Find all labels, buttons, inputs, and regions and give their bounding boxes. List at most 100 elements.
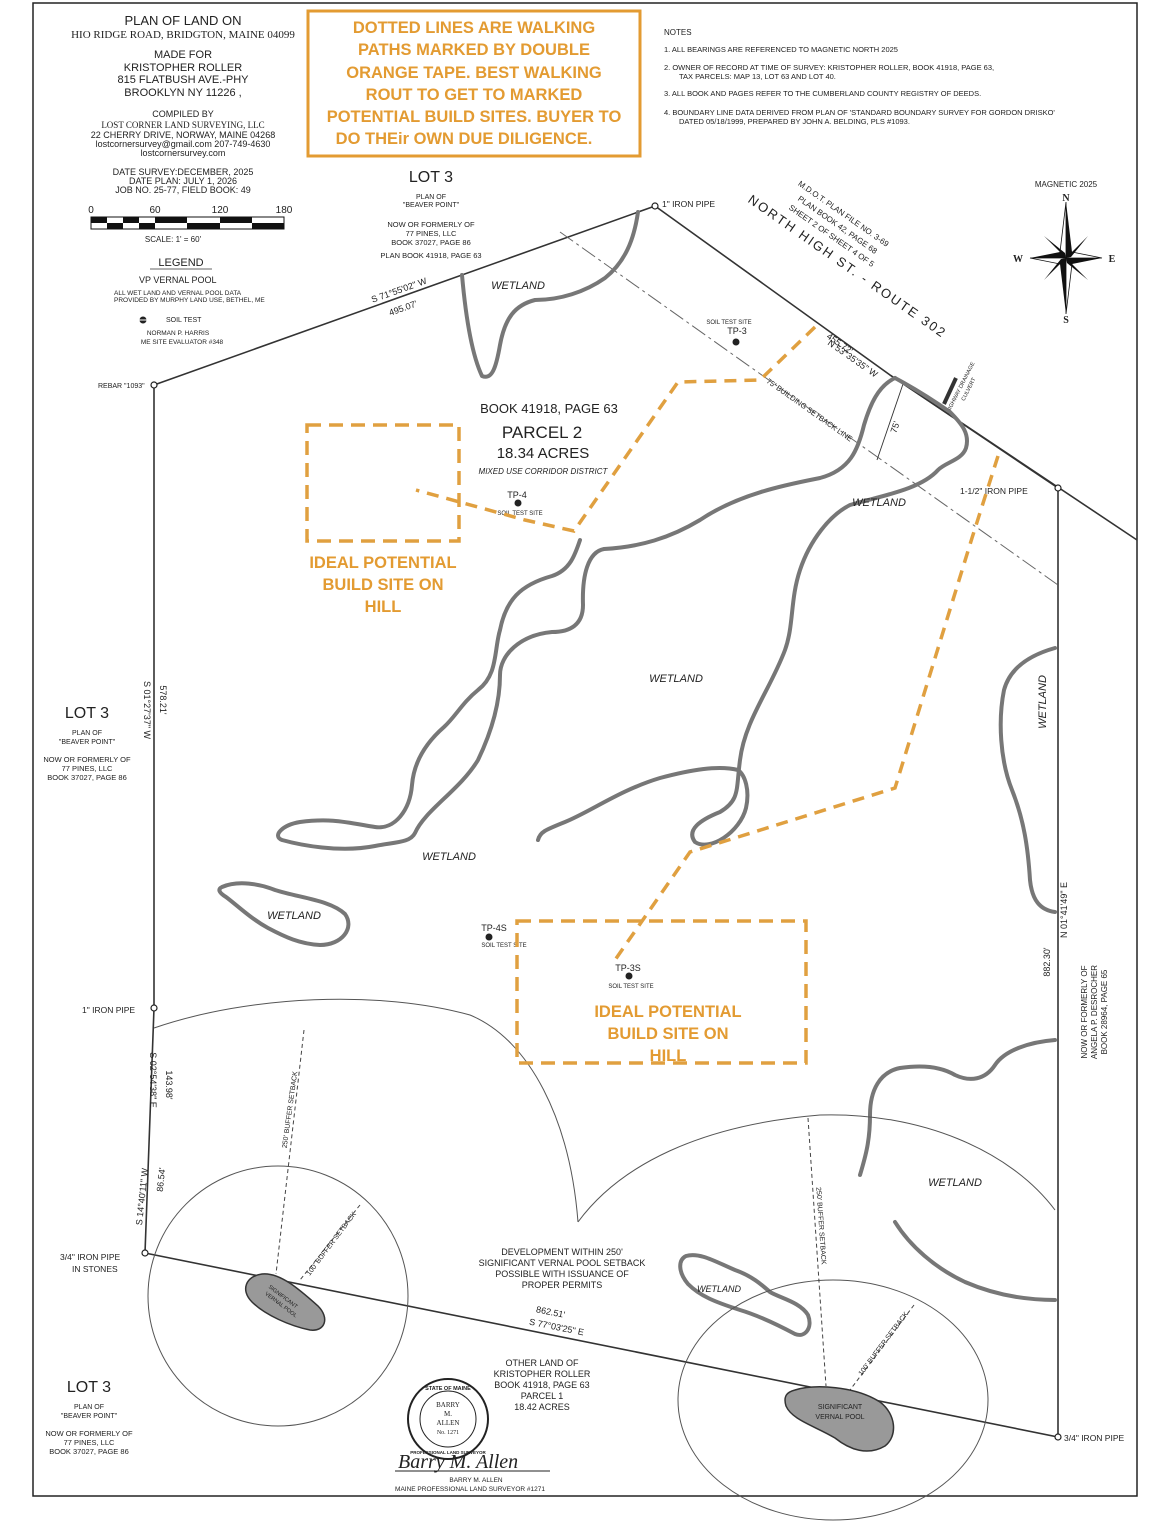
parcel-acres: 18.34 ACRES (497, 445, 590, 462)
title-date-survey: DATE SURVEY:DECEMBER, 2025 (113, 167, 254, 177)
build-site-label: IDEAL POTENTIAL (594, 1003, 741, 1021)
svg-text:PLAN BOOK 41918, PAGE 63: PLAN BOOK 41918, PAGE 63 (380, 251, 481, 260)
build-site-label: HILL (650, 1047, 687, 1065)
svg-text:"BEAVER POINT": "BEAVER POINT" (59, 739, 116, 746)
surveyor-seal: BARRY M. ALLEN No. 1271 STATE OF MAINE P… (407, 1378, 489, 1460)
legend-wetland-note: ALL WET LAND AND VERNAL POOL DATA (114, 290, 242, 297)
monument-label: 3/4" IRON PIPE (1064, 1433, 1125, 1443)
callout-line: POTENTIAL BUILD SITES. BUYER TO (327, 108, 622, 126)
bearing-label: S 01°27'37" W (142, 681, 152, 740)
soil-test-icon (625, 972, 633, 980)
parcel-name: PARCEL 2 (502, 423, 582, 442)
svg-text:NOW OR FORMERLY OF: NOW OR FORMERLY OF (43, 755, 131, 764)
distance-label: 86.54' (155, 1167, 168, 1192)
svg-text:PROPER PERMITS: PROPER PERMITS (522, 1280, 603, 1290)
svg-text:NOW OR FORMERLY OF: NOW OR FORMERLY OF (1080, 965, 1089, 1058)
road-right-of-way (889, 374, 1138, 541)
sheet-border (32, 2, 1138, 1497)
buffer-250-label: 250' BUFFER SETBACK (814, 1187, 826, 1265)
legend-title: LEGEND (158, 257, 203, 269)
wetland-label: WETLAND (697, 1284, 742, 1294)
title-company: LOST CORNER LAND SURVEYING, LLC (101, 120, 264, 130)
svg-text:77 PINES, LLC: 77 PINES, LLC (64, 1438, 115, 1447)
note-4: 4. BOUNDARY LINE DATA DERIVED FROM PLAN … (664, 108, 1055, 117)
soil-test-id: TP-4 (507, 490, 527, 500)
surveyor-name: BARRY M. ALLEN (449, 1477, 503, 1484)
buffer-250-dim (275, 1029, 305, 1275)
monument-label: REBAR "1093" (98, 383, 145, 390)
wetland-labels: WETLAND WETLAND WETLAND WETLAND WETLAND … (267, 280, 1049, 1294)
wetland-outline (536, 376, 969, 847)
soil-test-id: TP-3S (615, 963, 641, 973)
walking-path-callout: DOTTED LINES ARE WALKING PATHS MARKED BY… (306, 9, 642, 158)
build-site-label: IDEAL POTENTIAL (309, 554, 456, 572)
signature: Barry M. Allen (398, 1451, 518, 1473)
wetland-label: WETLAND (928, 1177, 982, 1189)
soil-test-label: SOIL TEST SITE (706, 320, 751, 326)
build-site-label: HILL (365, 598, 402, 616)
bearing-label: N 01°41'49" E (1059, 882, 1069, 938)
svg-text:M.: M. (444, 1410, 452, 1418)
soil-test-icon (485, 933, 493, 941)
title-address: HIO RIDGE ROAD, BRIDGTON, MAINE 04099 (71, 29, 295, 41)
other-land-note: OTHER LAND OF KRISTOPHER ROLLER BOOK 419… (494, 1358, 591, 1412)
svg-text:SIGNIFICANT: SIGNIFICANT (818, 1404, 863, 1411)
monument-label: 1" IRON PIPE (662, 199, 715, 209)
boundary-line (144, 205, 1059, 1438)
parcel-boundary (141, 202, 1138, 1441)
svg-text:KRISTOPHER ROLLER: KRISTOPHER ROLLER (494, 1369, 591, 1379)
legend-evaluator: ME SITE EVALUATOR #348 (141, 339, 224, 346)
svg-text:PLAN OF: PLAN OF (416, 194, 446, 201)
vernal-pool-west: SIGNIFICANT VERNAL POOL (244, 1273, 326, 1331)
walking-path-north (415, 325, 817, 533)
wetland-label: WETLAND (1037, 675, 1049, 729)
wetland-outline (893, 1220, 1057, 1302)
title-compiled-by: COMPILED BY (152, 109, 214, 119)
monument-icon (150, 381, 158, 389)
svg-text:BOOK 37027, PAGE 86: BOOK 37027, PAGE 86 (47, 773, 127, 782)
soil-test-id: TP-3 (727, 326, 747, 336)
building-setback-line (559, 231, 1059, 586)
svg-text:NOW OR FORMERLY OF: NOW OR FORMERLY OF (45, 1429, 133, 1438)
soil-test-label: SOIL TEST SITE (608, 984, 653, 990)
buffer-250-east (577, 1114, 1056, 1223)
bearing-label: S 02°54'38" E (148, 1052, 158, 1108)
wetland-boundaries (217, 210, 1057, 1337)
legend-evaluator: NORMAN P. HARRIS (147, 330, 210, 337)
monument-icon (1054, 1433, 1062, 1441)
soil-test-id: TP-4S (481, 923, 507, 933)
build-site-label: BUILD SITE ON (322, 576, 443, 594)
svg-text:NOW OR FORMERLY OF: NOW OR FORMERLY OF (387, 220, 475, 229)
monument-icon (150, 1004, 158, 1012)
svg-text:BOOK 28964, PAGE 65: BOOK 28964, PAGE 65 (1100, 969, 1109, 1054)
distance-label: 882.30' (1042, 947, 1052, 977)
wetland-label: WETLAND (491, 280, 545, 292)
lot-label: LOT 3 (67, 1379, 111, 1396)
callout-line: PATHS MARKED BY DOUBLE (358, 41, 590, 59)
svg-text:VERNAL POOL: VERNAL POOL (815, 1414, 864, 1421)
svg-text:PARCEL 1: PARCEL 1 (521, 1391, 564, 1401)
wetland-outline (276, 376, 897, 851)
walking-paths (415, 325, 1000, 961)
build-site-box (515, 919, 808, 1065)
note-4: DATED 05/18/1999, PREPARED BY JOHN A. BE… (679, 117, 910, 126)
lot-label: LOT 3 (409, 169, 453, 186)
north-arrow: MAGNETIC 2025 N S E W (1013, 180, 1116, 326)
svg-text:POSSIBLE WITH ISSUANCE OF: POSSIBLE WITH ISSUANCE OF (495, 1269, 629, 1279)
buffer-250-west (153, 998, 579, 1223)
svg-text:77 PINES, LLC: 77 PINES, LLC (406, 229, 457, 238)
parcel-book: BOOK 41918, PAGE 63 (480, 401, 618, 416)
svg-text:"BEAVER POINT": "BEAVER POINT" (61, 1413, 118, 1420)
note-2: TAX PARCELS: MAP 13, LOT 63 AND LOT 40. (679, 72, 836, 81)
scale-tick: 120 (212, 205, 229, 216)
buffer-100-label: 100' BUFFER SETBACK (858, 1311, 910, 1377)
vernal-pool-east: SIGNIFICANT VERNAL POOL (784, 1386, 895, 1452)
svg-text:ANGELA P. DESROCHER: ANGELA P. DESROCHER (1090, 965, 1099, 1059)
title-company-web: lostcornersurvey.com (141, 148, 226, 158)
compass-w: W (1013, 254, 1023, 265)
building-setback-label: 75' BUILDING SETBACK LINE (765, 376, 854, 443)
svg-text:PLAN OF: PLAN OF (74, 1404, 104, 1411)
svg-text:18.42 ACRES: 18.42 ACRES (514, 1402, 570, 1412)
setback-dimension-label: 75' (889, 420, 902, 435)
